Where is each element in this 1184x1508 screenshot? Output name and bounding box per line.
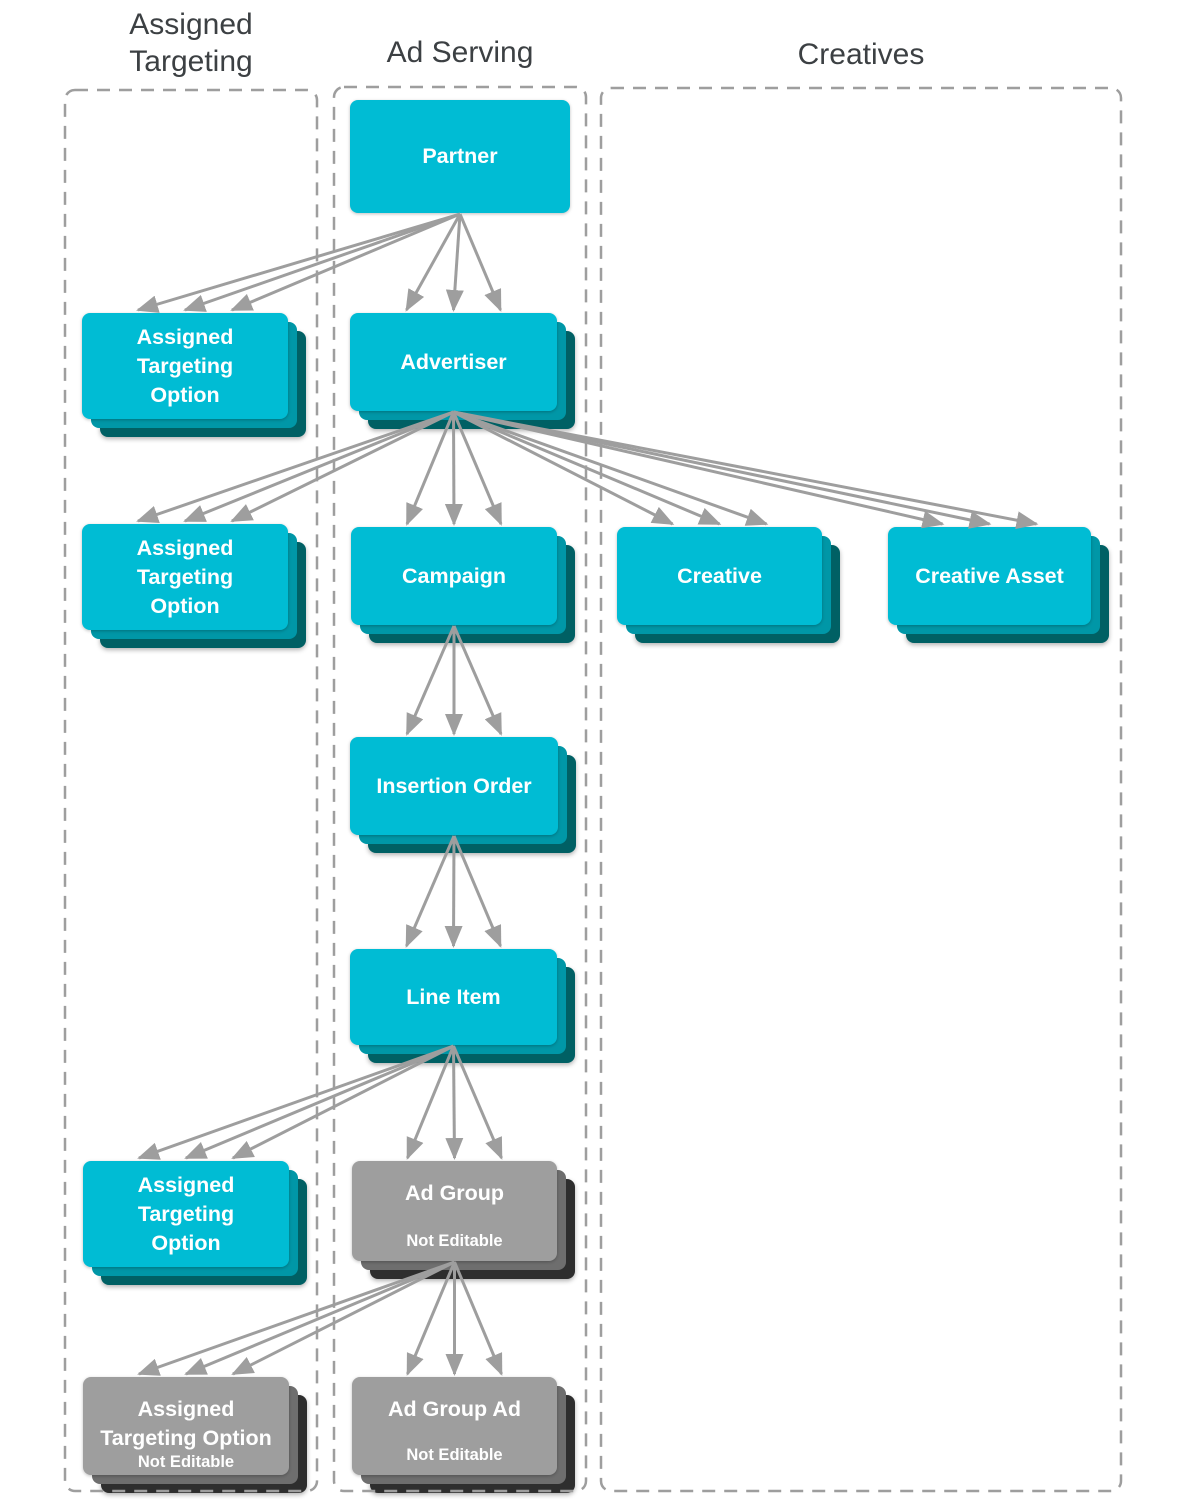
- node-line-item-label: Line Item: [406, 984, 501, 1009]
- column-header-ad-serving: Ad Serving: [386, 36, 534, 69]
- node-creative: Creative: [617, 527, 822, 625]
- node-assigned-targeting-option-3-label: Assigned Targeting Option: [137, 1172, 235, 1255]
- arrow-partner-to-assigned-targeting-option-1: [183, 212, 461, 312]
- node-insertion-order-label: Insertion Order: [376, 773, 532, 798]
- node-assigned-targeting-option-1: Assigned Targeting Option: [82, 313, 288, 419]
- node-ad-group-sublabel: Not Editable: [406, 1232, 503, 1250]
- arrow-partner-to-advertiser: [405, 213, 462, 312]
- column-creatives: [599, 86, 1123, 1493]
- node-assigned-targeting-option-4-sublabel: Not Editable: [137, 1453, 235, 1471]
- node-campaign-label: Campaign: [402, 563, 506, 588]
- node-creative-label: Creative: [677, 563, 762, 588]
- arrow-partner-to-assigned-targeting-option-1: [230, 212, 461, 312]
- arrow-partner-to-advertiser: [445, 213, 464, 312]
- node-partner-label: Partner: [422, 144, 498, 168]
- node-creative-asset-label: Creative Asset: [915, 563, 1064, 588]
- node-line-item: Line Item: [350, 949, 557, 1045]
- node-ad-group-ad-sublabel: Not Editable: [406, 1446, 503, 1464]
- node-creative-asset: Creative Asset: [888, 527, 1091, 625]
- node-assigned-targeting-option-1-label: Assigned Targeting Option: [136, 324, 234, 407]
- node-ad-group-ad-label: Ad Group Ad: [388, 1397, 521, 1421]
- node-campaign: Campaign: [351, 527, 557, 625]
- node-assigned-targeting-option-2: Assigned Targeting Option: [82, 524, 288, 630]
- node-assigned-targeting-option-4-label: Assigned Targeting Option: [100, 1397, 272, 1450]
- column-header-assigned-targeting: Assigned Targeting: [129, 8, 253, 78]
- node-advertiser-label: Advertiser: [400, 349, 507, 374]
- arrow-partner-to-advertiser: [458, 213, 502, 312]
- node-advertiser: Advertiser: [350, 313, 557, 411]
- arrow-partner-to-assigned-targeting-option-1: [136, 212, 461, 313]
- node-partner: Partner: [350, 100, 570, 213]
- column-header-creatives: Creatives: [797, 38, 925, 71]
- node-ad-group-ad: Ad Group Ad Not Editable: [352, 1377, 557, 1475]
- node-insertion-order: Insertion Order: [350, 737, 558, 835]
- node-assigned-targeting-option-2-label: Assigned Targeting Option: [136, 535, 234, 618]
- node-assigned-targeting-option-3: Assigned Targeting Option: [83, 1161, 289, 1267]
- node-ad-group-label: Ad Group: [404, 1181, 505, 1205]
